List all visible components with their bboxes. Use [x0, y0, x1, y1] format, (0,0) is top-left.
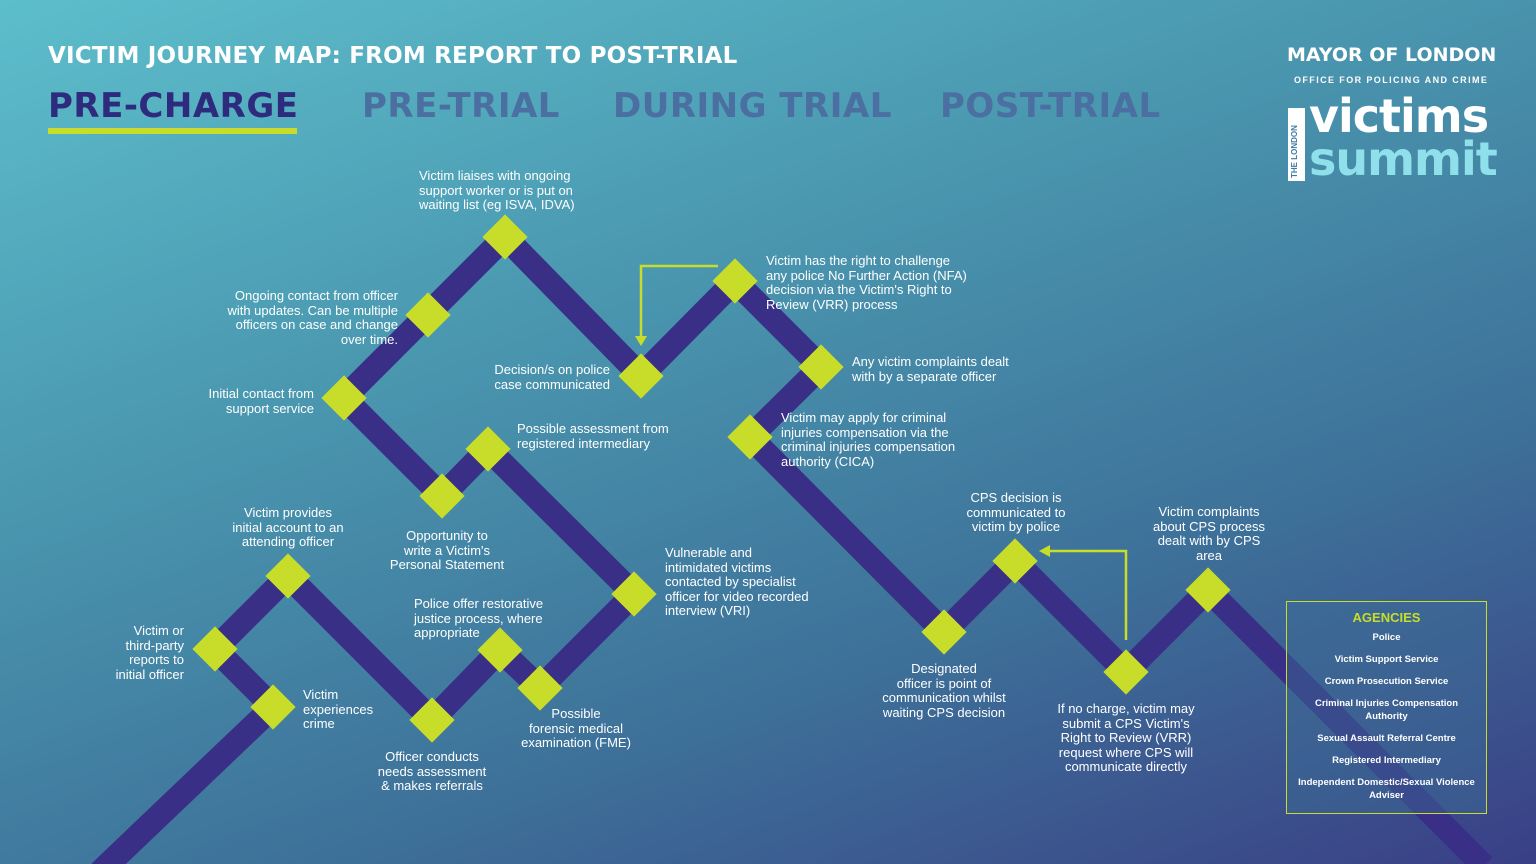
vrr-arrow-police	[639, 264, 718, 342]
agency-item: Crown Prosecution Service	[1324, 676, 1449, 687]
brand-summit: summit	[1309, 132, 1498, 186]
stage-tab-post-trial[interactable]: POST-TRIAL	[940, 86, 1161, 126]
vrr-arrow-police-head	[635, 336, 647, 346]
stage-tab-during-trial[interactable]: DURING TRIAL	[613, 86, 892, 126]
label-cps-complaints: Victim complaints about CPS process deal…	[1152, 504, 1266, 563]
label-support-worker: Victim liaises with ongoing support work…	[419, 168, 575, 212]
vrr-arrow-cps	[1046, 549, 1128, 640]
agency-item: Criminal Injuries Compensation Authority	[1314, 698, 1459, 722]
label-needs-assessment: Officer conducts needs assessment & make…	[377, 749, 487, 793]
label-cica: Victim may apply for criminal injuries c…	[781, 410, 956, 469]
label-complaints-police: Any victim complaints dealt with by a se…	[852, 354, 1009, 384]
brand-side-bar: THE LONDON	[1288, 108, 1305, 181]
agency-item: Police	[1372, 632, 1401, 643]
stage-tab-pre-trial[interactable]: PRE-TRIAL	[362, 86, 560, 126]
label-initial-account: Victim provides initial account to an at…	[232, 505, 344, 549]
brand-the-london: THE LONDON	[1290, 125, 1299, 178]
label-victim-reports: Victim or third-party reports to initial…	[115, 623, 184, 682]
agency-item: Independent Domestic/Sexual Violence Adv…	[1298, 777, 1475, 801]
page-title: VICTIM JOURNEY MAP: FROM REPORT TO POST-…	[48, 43, 738, 69]
label-no-charge-vrr: If no charge, victim may submit a CPS Vi…	[1057, 701, 1195, 774]
label-restorative-justice: Police offer restorative justice process…	[414, 596, 544, 640]
vrr-arrow-cps-head	[1039, 545, 1050, 557]
label-personal-statement: Opportunity to write a Victim's Personal…	[389, 528, 505, 572]
label-initial-contact-support: Initial contact from support service	[208, 386, 315, 416]
label-vri: Vulnerable and intimidated victims conta…	[665, 545, 809, 618]
agency-item: Registered Intermediary	[1332, 755, 1441, 766]
brand-office: OFFICE FOR POLICING AND CRIME	[1294, 75, 1489, 85]
brand-victims: victims	[1309, 89, 1489, 143]
label-ongoing-contact: Ongoing contact from officer with update…	[227, 288, 398, 347]
agencies-legend: AGENCIES Police Victim Support Service C…	[1286, 601, 1487, 814]
arrows	[635, 264, 1128, 640]
stage-tab-pre-charge[interactable]: PRE-CHARGE	[48, 86, 299, 126]
label-forensic-exam: Possible forensic medical examination (F…	[521, 706, 631, 750]
label-designated-officer: Designated officer is point of communica…	[882, 661, 1006, 720]
agency-item: Victim Support Service	[1334, 654, 1439, 665]
label-cps-decision: CPS decision is communicated to victim b…	[966, 490, 1066, 534]
label-decision-communicated: Decision/s on police case communicated	[494, 362, 610, 392]
label-victim-experiences-crime: Victim experiences crime	[303, 687, 374, 731]
agency-item: Sexual Assault Referral Centre	[1317, 733, 1456, 744]
active-stage-underline	[48, 128, 297, 134]
label-right-to-challenge: Victim has the right to challenge any po…	[766, 253, 967, 312]
agencies-heading: AGENCIES	[1352, 610, 1421, 625]
brand-mayor-of-london: MAYOR OF LONDON	[1287, 44, 1497, 66]
label-intermediary: Possible assessment from registered inte…	[517, 421, 669, 451]
